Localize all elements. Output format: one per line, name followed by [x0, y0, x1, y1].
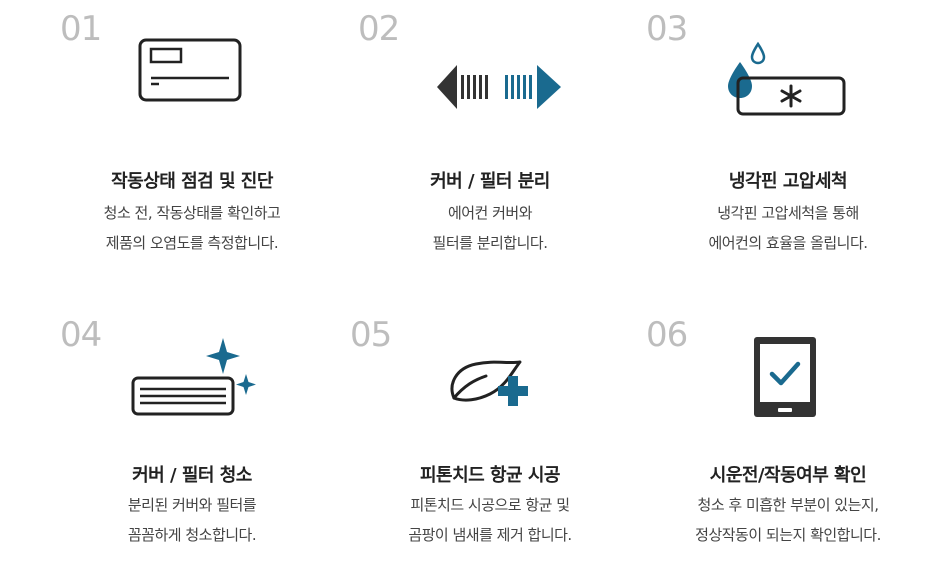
air-conditioner-icon: [137, 37, 243, 109]
step-description: 분리된 커버와 필터를 꼼꼼하게 청소합니다.: [127, 496, 257, 544]
step-number: 05: [350, 315, 392, 355]
step-description: 에어컨 커버와 필터를 분리합니다.: [432, 204, 548, 252]
step-card: 02 커버 / 필터 분리 에어컨 커버와 필터를 분리합니다.: [340, 12, 640, 282]
step-card: 06 시운전/작동여부 확인 청소 후 미흡한 부분이 있는지, 정상작동이 되…: [638, 318, 938, 588]
step-number: 04: [60, 315, 102, 355]
step-number: 02: [358, 9, 400, 49]
step-description: 냉각핀 고압세척을 통해 에어컨의 효율을 올립니다.: [708, 204, 868, 252]
separate-filter-arrows-icon: [435, 62, 565, 116]
tablet-check-icon: [750, 334, 820, 424]
step-number: 06: [646, 315, 688, 355]
step-card: 01 작동상태 점검 및 진단 청소 전, 작동상태를 확인하고 제품의 오염도…: [42, 12, 342, 282]
step-title: 냉각핀 고압세척: [728, 171, 848, 192]
step-title: 작동상태 점검 및 진단: [111, 171, 273, 192]
step-title: 커버 / 필터 청소: [132, 465, 252, 486]
step-title: 커버 / 필터 분리: [430, 171, 550, 192]
step-card: 04 커버 / 필터 청소 분리된 커버와 필터를 꼼꼼하게 청소합니다.: [42, 318, 342, 588]
step-description: 청소 후 미흡한 부분이 있는지, 정상작동이 되는지 확인합니다.: [695, 496, 881, 544]
cooling-fin-wash-icon: [720, 40, 850, 124]
step-card: 03 냉각핀 고압세척 냉각핀 고압세척을 통해 에어컨의 효율을 올립니다.: [638, 12, 938, 282]
sparkling-filter-icon: [130, 336, 260, 422]
step-description: 피톤치드 시공으로 항균 및 곰팡이 냄새를 제거 합니다.: [408, 496, 572, 544]
step-number: 01: [60, 9, 102, 49]
step-number: 03: [646, 9, 688, 49]
leaf-plus-icon: [446, 358, 546, 412]
step-title: 피톤치드 항균 시공: [419, 465, 561, 486]
step-title: 시운전/작동여부 확인: [709, 465, 867, 486]
step-description: 청소 전, 작동상태를 확인하고 제품의 오염도를 측정합니다.: [103, 204, 281, 252]
step-card: 05 피톤치드 항균 시공 피톤치드 시공으로 항균 및 곰팡이 냄새를 제거 …: [340, 318, 640, 588]
